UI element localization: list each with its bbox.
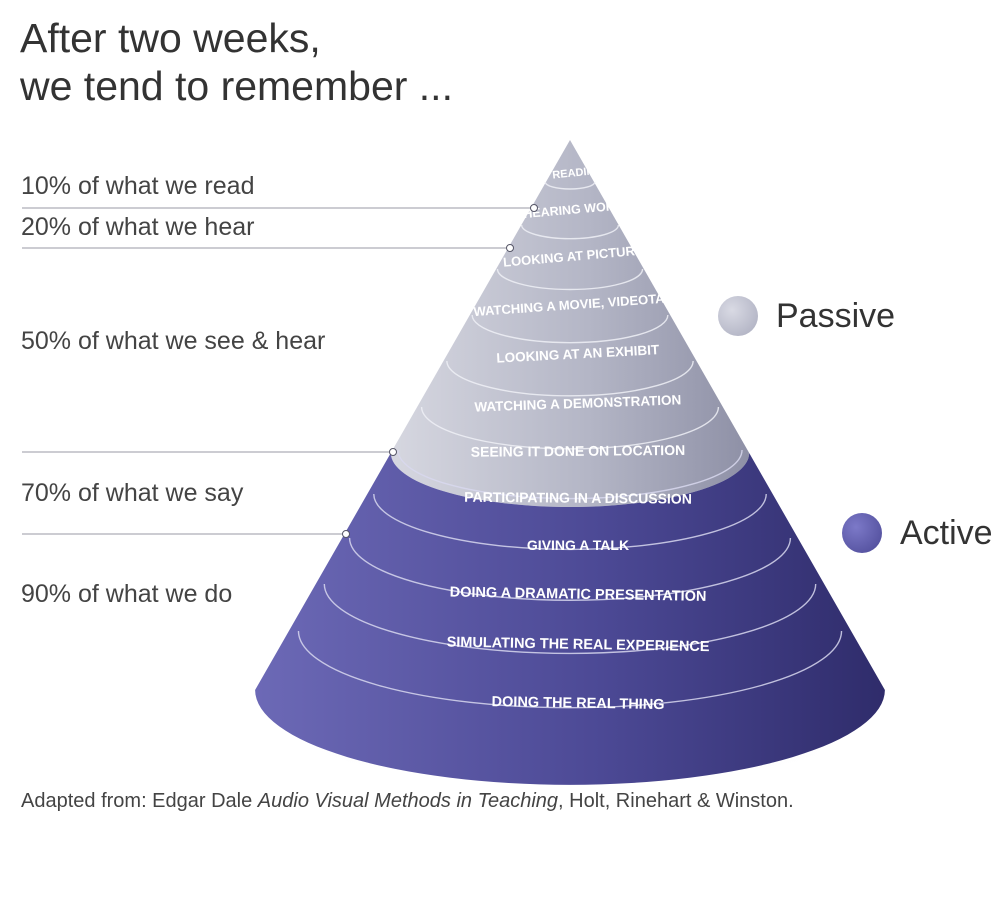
footnote-prefix: Adapted from: Edgar Dale [21, 790, 258, 812]
active-legend-dot [842, 513, 882, 553]
cone-layer-label: SEEING IT DONE ON LOCATION [471, 442, 686, 460]
cone-layer-label: WATCHING A DEMONSTRATION [474, 392, 681, 414]
title-line-2: we tend to remember ... [20, 63, 453, 109]
source-footnote: Adapted from: Edgar Dale Audio Visual Me… [21, 790, 794, 813]
leader-dot [389, 448, 397, 456]
title-line-1: After two weeks, [20, 15, 321, 61]
cone-layer-divider [348, 537, 792, 601]
retention-label-do: 90% of what we do [21, 580, 233, 608]
page-title: After two weeks, we tend to remember ... [20, 14, 453, 110]
retention-label-read: 10% of what we read [21, 172, 255, 200]
cone-layer-divider [446, 360, 694, 397]
leader-dot [530, 204, 538, 212]
cone-layer-divider [520, 224, 620, 240]
cone-layer-divider [373, 493, 767, 551]
cone-layer-label: GIVING A TALK [527, 537, 629, 553]
retention-label-see-hear: 50% of what we see & hear [21, 327, 326, 355]
footnote-book-title: Audio Visual Methods in Teaching [257, 790, 559, 812]
cone-layer-label: READING [552, 164, 604, 181]
cone-layer-divider [397, 449, 743, 500]
footnote-suffix: , Holt, Rinehart & Winston. [558, 790, 794, 812]
cone-layer-label: PARTICIPATING IN A DISCUSSION [464, 489, 692, 507]
retention-label-hear: 20% of what we hear [21, 213, 255, 241]
cone-layer-label: DOING THE REAL THING [491, 694, 664, 713]
passive-legend-label: Passive [776, 296, 896, 335]
cone-layer-divider [544, 181, 596, 190]
retention-label-say: 70% of what we say [21, 479, 244, 507]
cone-layer-divider [420, 406, 720, 450]
cone-layer-divider [471, 314, 669, 344]
passive-legend-dot [718, 296, 758, 336]
cone-active-section [255, 453, 885, 785]
leader-dot [506, 244, 514, 252]
cone-passive-section [390, 140, 750, 507]
cone-layer-label: DOING A DRAMATIC PRESENTATION [450, 584, 707, 604]
legend-active: Active [842, 513, 993, 553]
active-legend-label: Active [900, 513, 993, 552]
cone-layer-divider [297, 630, 843, 709]
cone-layer-divider [323, 583, 817, 655]
leader-dot [342, 530, 350, 538]
cone-layer-divider [496, 268, 644, 291]
cone-layer-label: SIMULATING THE REAL EXPERIENCE [446, 635, 709, 656]
legend-passive: Passive [718, 296, 895, 336]
